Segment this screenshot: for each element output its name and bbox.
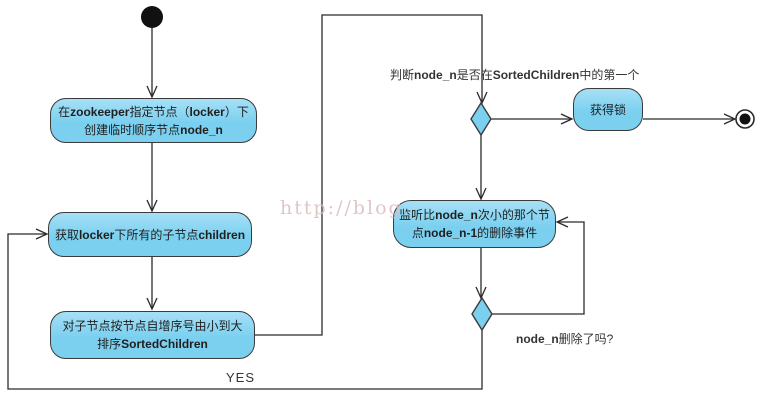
start-node: [141, 6, 163, 28]
end-node: [735, 109, 755, 129]
label-node-deleted-decision: node_n删除了吗?: [516, 332, 614, 346]
label-yes-branch: YES: [226, 370, 256, 385]
edge-create-node-to-get-children: [146, 143, 158, 213]
activity-get-children: 获取locker下所有的子节点children: [48, 212, 252, 257]
activity-watch-prev-node: 监听比node_n次小的那个节 点node_n-1的删除事件: [393, 200, 556, 248]
activity-text: 在zookeeper指定节点（locker）下: [58, 104, 249, 119]
activity-text: 创建临时顺序节点node_n: [84, 122, 223, 137]
edge-node-deleted-yes-to-get-children: [7, 228, 483, 390]
decision-is-first-node: [470, 101, 492, 137]
decision-node-deleted: [471, 296, 493, 332]
edge-watch-prev-to-node-deleted: [475, 248, 487, 300]
activity-text: 获得锁: [589, 102, 626, 117]
edge-is-first-to-acquire-lock: [491, 113, 574, 125]
activity-text: 监听比node_n次小的那个节: [399, 208, 550, 222]
activity-sort-children: 对子节点按节点自增序号由小到大 排序SortedChildren: [50, 311, 255, 359]
activity-text: 排序SortedChildren: [97, 337, 208, 351]
activity-acquire-lock: 获得锁: [573, 88, 643, 131]
activity-text: 对子节点按节点自增序号由小到大: [62, 319, 243, 333]
activity-create-temp-node: 在zookeeper指定节点（locker）下 创建临时顺序节点node_n: [50, 98, 257, 143]
edge-get-children-to-sort: [146, 257, 158, 311]
edge-sort-to-is-first-decision: [255, 14, 488, 336]
activity-text: 获取locker下所有的子节点children: [54, 227, 246, 242]
edge-node-deleted-loop-to-watch-prev: [492, 216, 585, 315]
activity-text: 点node_n-1的删除事件: [411, 226, 538, 240]
edge-acquire-lock-to-end: [643, 113, 737, 125]
edge-is-first-to-watch-prev: [475, 135, 487, 201]
label-is-first-decision: 判断node_n是否在SortedChildren中的第一个: [390, 68, 640, 82]
edge-start-to-create-node: [146, 28, 158, 99]
